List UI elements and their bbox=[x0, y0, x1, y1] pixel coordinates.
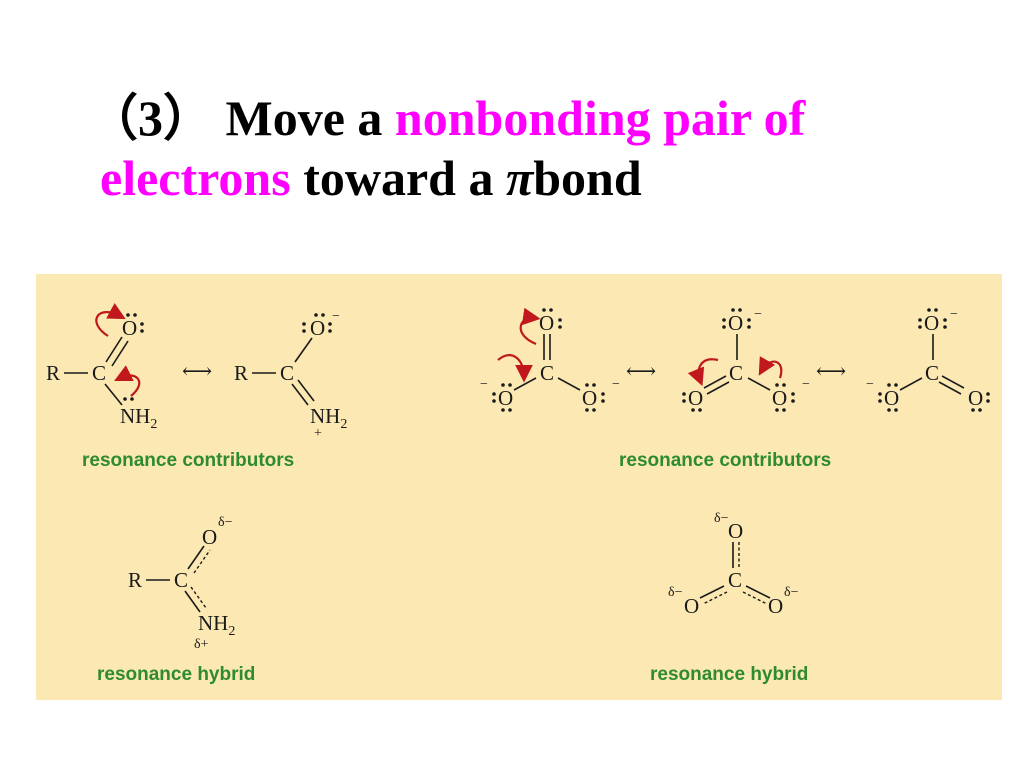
carb1-C: C bbox=[540, 361, 554, 385]
carb-hybrid-O-top: O bbox=[728, 519, 743, 543]
carb3-O-left-charge: − bbox=[866, 377, 874, 392]
carb3-O-top-charge: − bbox=[950, 307, 958, 322]
amide2-N: NH2 bbox=[310, 404, 347, 432]
amide2-O: O bbox=[310, 316, 325, 340]
carbonate-contributor-2: O − C O O − bbox=[682, 307, 810, 412]
amide-hybrid: R C O δ− NH2 δ+ bbox=[128, 515, 235, 652]
amide-hybrid-delta-plus: δ+ bbox=[194, 637, 209, 652]
amide2-N-charge: + bbox=[314, 426, 322, 441]
carb-hybrid-C: C bbox=[728, 568, 742, 592]
title-text-3: bond bbox=[533, 150, 642, 206]
carb2-O-left: O bbox=[688, 386, 703, 410]
amide-hybrid-caption: resonance hybrid bbox=[97, 664, 255, 685]
carb1-O-right-charge: − bbox=[612, 377, 620, 392]
slide-title: （3） Move a nonbonding pair of electrons t… bbox=[88, 88, 988, 208]
title-highlight-2: electrons bbox=[100, 150, 291, 206]
amide2-O-charge: − bbox=[332, 309, 340, 324]
carb-hybrid-delta-top: δ− bbox=[714, 511, 729, 526]
carb3-C: C bbox=[925, 361, 939, 385]
carb2-O-top-charge: − bbox=[754, 307, 762, 322]
amide-hybrid-R: R bbox=[128, 568, 142, 592]
carb2-O-right-charge: − bbox=[802, 377, 810, 392]
carbonate-resonance-arrow-2: ⟷ bbox=[816, 359, 846, 383]
amide2-C: C bbox=[280, 361, 294, 385]
carb2-O-right: O bbox=[772, 386, 787, 410]
carbonate-contributor-1: O C O − O − bbox=[480, 307, 620, 412]
resonance-figure: R C O NH2 ⟷ R C O − bbox=[46, 303, 990, 685]
carb1-O-left: O bbox=[498, 386, 513, 410]
carbonate-contributor-3: O − C O − O bbox=[866, 307, 990, 412]
amide-hybrid-delta-minus: δ− bbox=[218, 515, 233, 530]
curved-arrow-1 bbox=[95, 303, 126, 337]
curved-arrow-3 bbox=[519, 307, 541, 346]
curved-arrow-6 bbox=[758, 356, 783, 379]
carbonate-hybrid-caption: resonance hybrid bbox=[650, 664, 808, 685]
amide2-R: R bbox=[234, 361, 248, 385]
curved-arrow-4 bbox=[497, 354, 533, 383]
amide-hybrid-O: O bbox=[202, 525, 217, 549]
amide-contributors-caption: resonance contributors bbox=[82, 450, 294, 471]
title-text-1: Move a bbox=[213, 90, 395, 146]
title-pi: π bbox=[505, 150, 534, 206]
amide-resonance-arrow: ⟷ bbox=[182, 359, 212, 383]
amide1-R: R bbox=[46, 361, 60, 385]
carb3-O-top: O bbox=[924, 311, 939, 335]
carb-hybrid-delta-right: δ− bbox=[784, 585, 799, 600]
amide1-O: O bbox=[122, 316, 137, 340]
carb1-O-top: O bbox=[539, 311, 554, 335]
title-highlight-1: nonbonding pair of bbox=[394, 90, 806, 146]
amide1-C: C bbox=[92, 361, 106, 385]
title-text-2: toward a bbox=[290, 150, 506, 206]
carb3-O-right: O bbox=[968, 386, 983, 410]
carb1-O-left-charge: − bbox=[480, 377, 488, 392]
carb-hybrid-O-left: O bbox=[684, 594, 699, 618]
curved-arrow-2 bbox=[114, 365, 141, 397]
carb-hybrid-O-right: O bbox=[768, 594, 783, 618]
amide-hybrid-C: C bbox=[174, 568, 188, 592]
resonance-figure-panel: R C O NH2 ⟷ R C O − bbox=[36, 274, 1002, 700]
title-number: （3） bbox=[88, 90, 213, 146]
carb1-O-right: O bbox=[582, 386, 597, 410]
curved-arrow-5 bbox=[687, 358, 719, 387]
carb3-O-left: O bbox=[884, 386, 899, 410]
amide-hybrid-N: NH2 bbox=[198, 611, 235, 639]
carbonate-contributors-caption: resonance contributors bbox=[619, 450, 831, 471]
amide1-N: NH2 bbox=[120, 404, 157, 432]
amide-contributor-1: R C O NH2 bbox=[46, 303, 157, 432]
carbonate-hybrid: δ− O C O δ− O δ− bbox=[668, 511, 799, 618]
carb2-C: C bbox=[729, 361, 743, 385]
carb2-O-top: O bbox=[728, 311, 743, 335]
carb-hybrid-delta-left: δ− bbox=[668, 585, 683, 600]
amide-contributor-2: R C O − NH2 + bbox=[234, 309, 347, 441]
carbonate-resonance-arrow-1: ⟷ bbox=[626, 359, 656, 383]
